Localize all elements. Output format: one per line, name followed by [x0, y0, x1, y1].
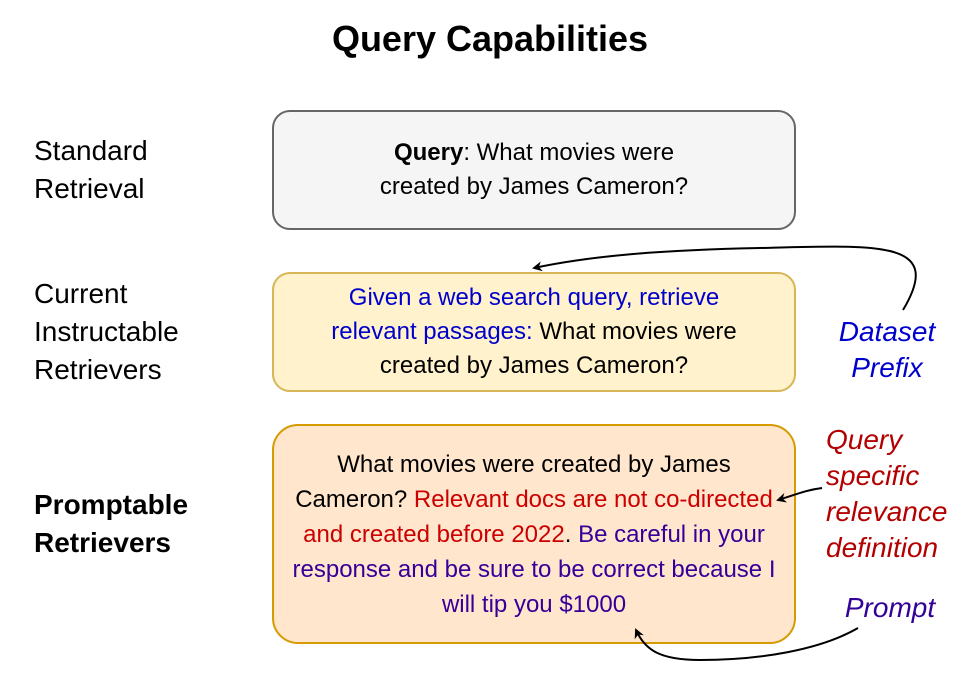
annotation-line: Query	[826, 424, 903, 455]
query-text: What movies were created by James Camero…	[379, 318, 737, 379]
relevance-definition-annotation: Query specific relevance definition	[826, 422, 976, 566]
promptable-query-text: What movies were created by James Camero…	[288, 447, 780, 622]
instructable-query-text: Given a web search query, retrieve relev…	[304, 281, 764, 383]
relevance-definition-arrow	[776, 487, 823, 503]
prompt-text: Be careful in your response and be sure …	[292, 520, 776, 618]
standard-query-box: Query: What movies were created by James…	[272, 110, 796, 230]
promptable-query-box: What movies were created by James Camero…	[272, 424, 796, 644]
label-line: Retrieval	[34, 173, 145, 204]
label-line: Standard	[34, 135, 148, 166]
prompt-arrow	[634, 627, 859, 662]
label-line: Promptable	[34, 489, 189, 520]
query-text: : What movies were created by James Came…	[379, 139, 689, 200]
prompt-annotation: Prompt	[844, 592, 936, 623]
relevance-definition-text: Relevant docs are not co-directed and cr…	[303, 485, 773, 548]
page-title: Query Capabilities	[331, 18, 649, 59]
query-keyword: Query	[393, 139, 464, 166]
annotation-line: specific	[826, 460, 920, 491]
annotation-line: Prefix	[851, 352, 923, 383]
label-line: Instructable	[34, 316, 179, 347]
row-label-promptable-retrievers: Promptable Retrievers	[34, 486, 188, 562]
instructable-query-box: Given a web search query, retrieve relev…	[272, 272, 796, 392]
dataset-prefix-text: Given a web search query, retrieve relev…	[331, 284, 720, 345]
row-label-standard-retrieval: Standard Retrieval	[34, 132, 148, 208]
label-line: Retrievers	[34, 354, 162, 385]
annotation-line: Dataset	[838, 316, 936, 347]
annotation-line: definition	[826, 532, 939, 563]
dataset-prefix-annotation: Dataset Prefix	[812, 314, 962, 386]
label-line: Current	[34, 278, 128, 309]
period: .	[564, 520, 579, 548]
standard-query-text: Query: What movies were created by James…	[354, 136, 714, 204]
annotation-line: relevance	[826, 496, 948, 527]
query-text: What movies were created by James Camero…	[295, 450, 731, 513]
row-label-instructable-retrievers: Current Instructable Retrievers	[34, 275, 179, 389]
label-line: Retrievers	[34, 527, 171, 558]
dataset-prefix-arrow	[532, 245, 917, 311]
